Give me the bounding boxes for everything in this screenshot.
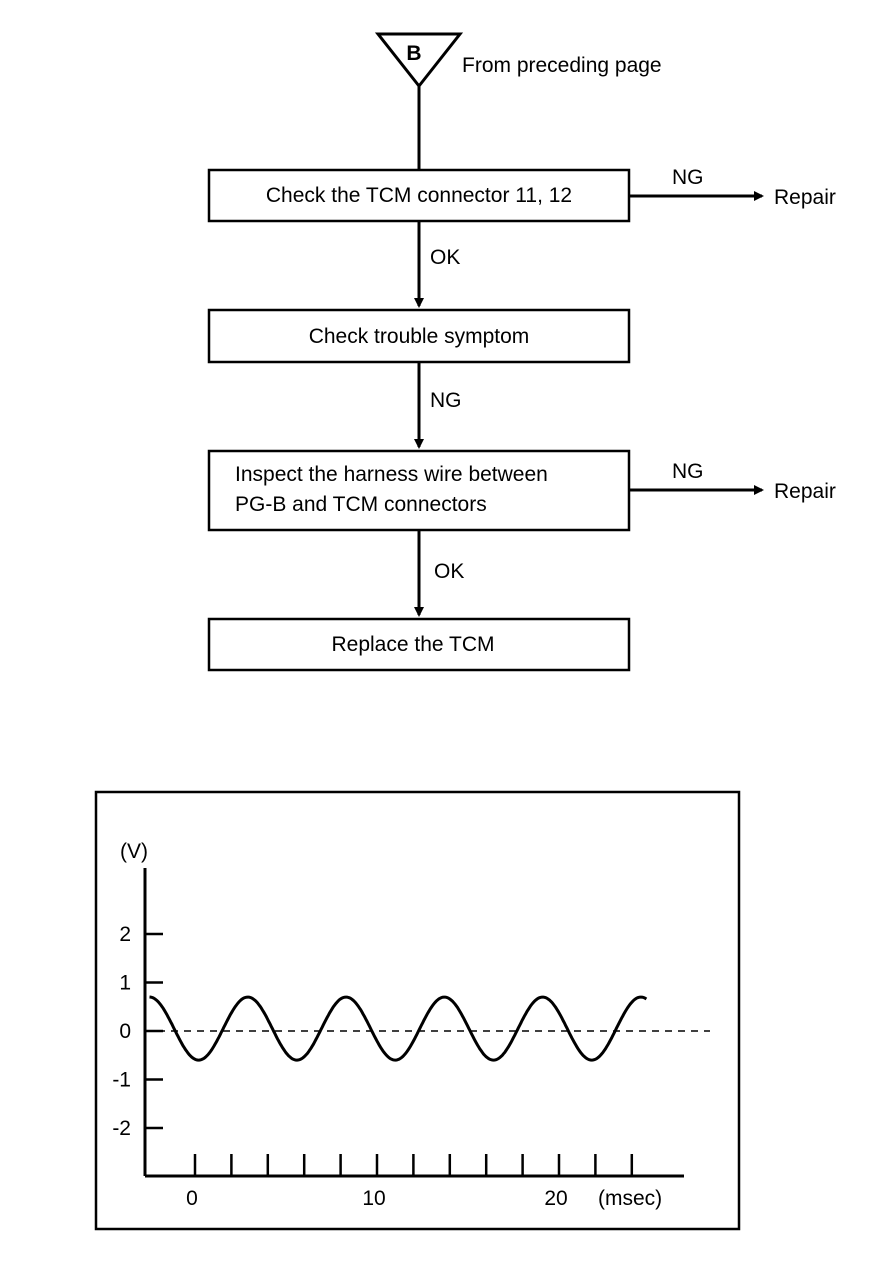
step-box-replace-tcm bbox=[207, 617, 631, 672]
edge-label-ok-1: OK bbox=[430, 246, 460, 269]
edge-label-ok-2: OK bbox=[434, 560, 464, 583]
step-text-check-connector: Check the TCM connector 11, 12 bbox=[266, 184, 572, 207]
connector-label: From preceding page bbox=[462, 54, 662, 77]
step-text-replace-tcm: Replace the TCM bbox=[331, 633, 494, 656]
chart-waveform-line bbox=[149, 995, 648, 1062]
chart-frame bbox=[94, 790, 741, 1231]
chart-x-tick-label: 20 bbox=[544, 1187, 567, 1210]
chart-x-tick-labels: 0 10 20 bbox=[186, 1187, 568, 1210]
branch-label-ng-2: NG bbox=[672, 460, 704, 483]
chart-y-tick-label: 2 bbox=[119, 923, 131, 946]
chart-y-tick-label: 1 bbox=[119, 972, 131, 995]
branch-label-ng-1: NG bbox=[672, 166, 704, 189]
connector-letter: B bbox=[406, 42, 421, 65]
chart-y-tick-label: -1 bbox=[112, 1069, 131, 1092]
chart-x-tick-label: 0 bbox=[186, 1187, 198, 1210]
branch-target-repair-1: Repair bbox=[774, 186, 836, 209]
step-text-check-symptom: Check trouble symptom bbox=[309, 325, 530, 348]
chart-x-unit-label: (msec) bbox=[598, 1187, 662, 1210]
chart-x-tick-label: 10 bbox=[362, 1187, 385, 1210]
step-box-check-symptom bbox=[207, 308, 631, 364]
chart-x-ticks bbox=[193, 1154, 634, 1176]
edge-label-ng-1: NG bbox=[430, 389, 462, 412]
chart-y-tick-label: -2 bbox=[112, 1117, 131, 1140]
branch-target-repair-2: Repair bbox=[774, 480, 836, 503]
step-text-inspect-line1: Inspect the harness wire between bbox=[235, 463, 548, 486]
chart-y-tick-label: 0 bbox=[119, 1020, 131, 1043]
chart-y-unit-label: (V) bbox=[120, 840, 148, 863]
offpage-connector-triangle bbox=[374, 32, 464, 89]
step-box-check-connector bbox=[207, 168, 631, 223]
step-text-inspect-line2: PG-B and TCM connectors bbox=[235, 493, 487, 516]
